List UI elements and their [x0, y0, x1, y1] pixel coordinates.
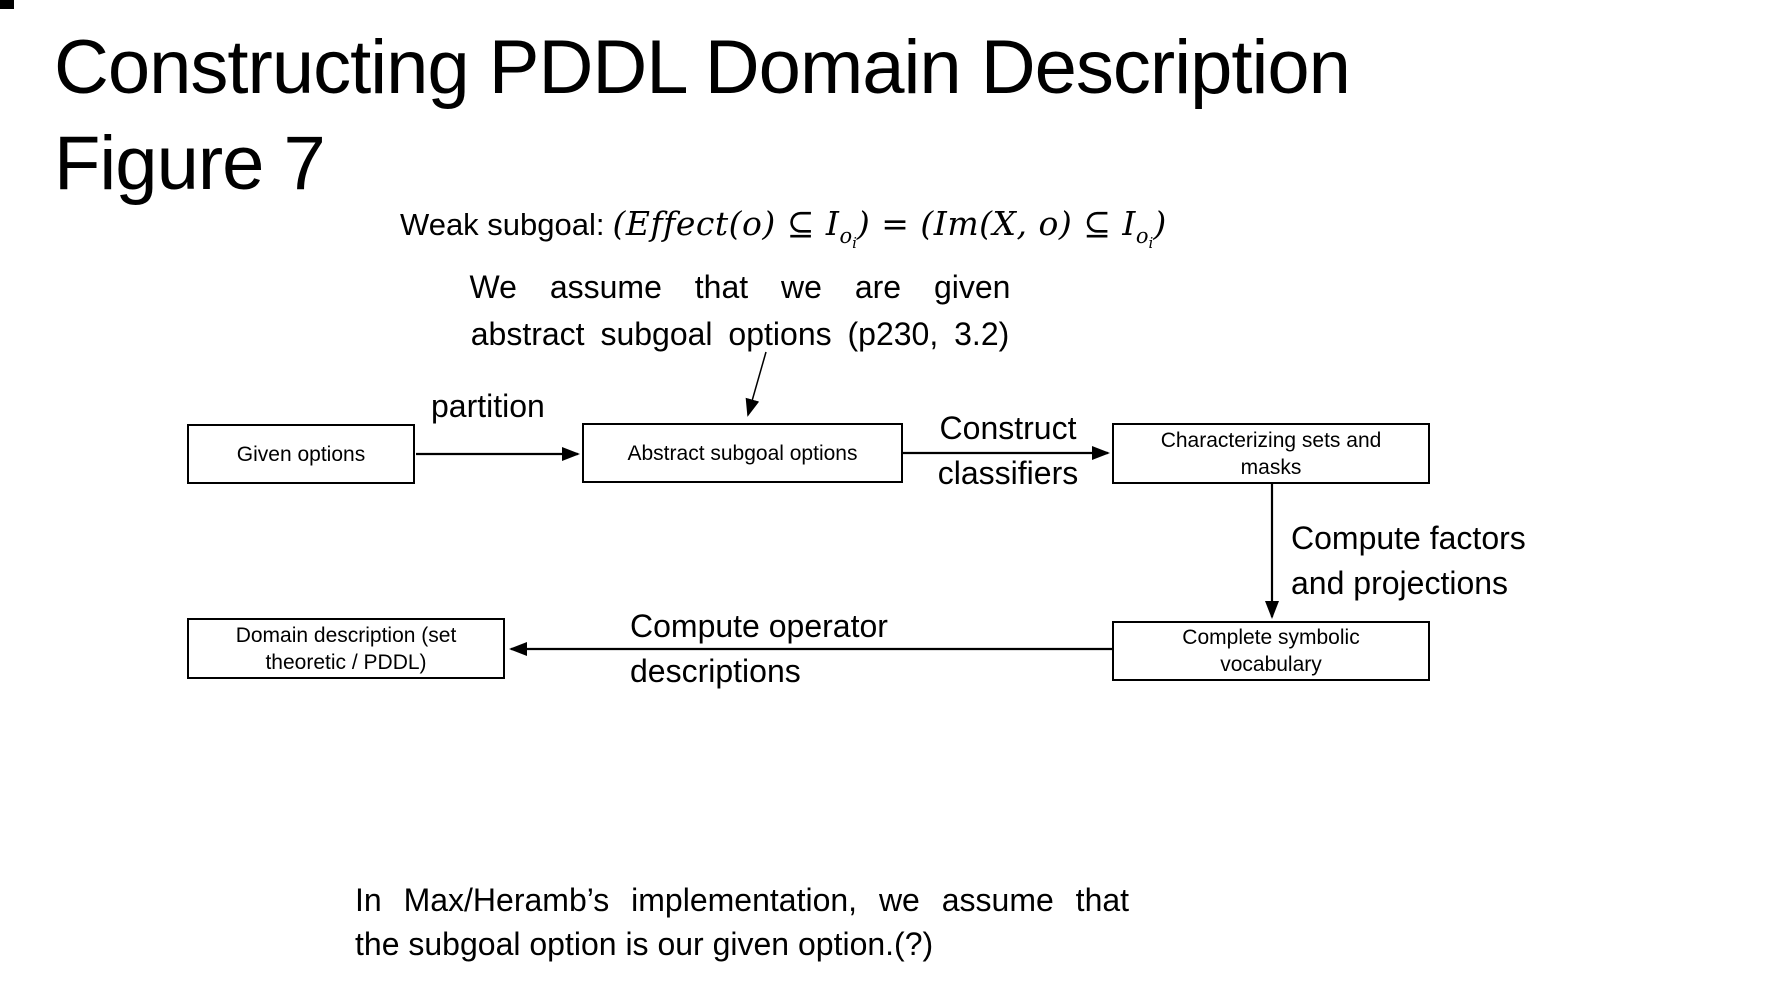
formula-part1: (Effect(o) ⊆ I — [612, 204, 840, 243]
page-title-line2: Figure 7 — [54, 121, 326, 206]
flow-node-domain-description: Domain description (set theoretic / PDDL… — [187, 618, 505, 679]
edge-label-construct-classifiers: Construct classifiers — [937, 410, 1079, 491]
implementation-note-line2: the subgoal option is our given option.(… — [355, 926, 934, 962]
flow-node-complete-symbolic-vocabulary: Complete symbolic vocabulary — [1112, 621, 1430, 681]
flow-node-given-options: Given options — [187, 424, 415, 484]
flow-node-label-line1: Domain description (set — [235, 623, 457, 647]
page-title-line1: Constructing PDDL Domain Description — [54, 25, 1351, 110]
implementation-note: In Max/Heramb’s implementation, we assum… — [355, 878, 1129, 966]
formula-subscript-2: oi — [1135, 224, 1154, 252]
formula-part3: ) — [1153, 204, 1167, 243]
formula-label: Weak subgoal: — [400, 207, 605, 242]
flow-node-label-line1: Characterizing sets and — [1160, 428, 1382, 452]
flow-node-label-line1: Complete symbolic — [1182, 626, 1360, 649]
implementation-note-line1: In Max/Heramb’s implementation, we assum… — [355, 882, 1130, 918]
edge-label-compute-factors: Compute factors and projections — [1291, 520, 1526, 601]
flow-node-label: Abstract subgoal options — [627, 441, 858, 465]
edge-label-partition: partition — [431, 388, 545, 424]
weak-subgoal-formula: Weak subgoal:(Effect(o) ⊆ Ioi) = (Im(X, … — [400, 204, 1167, 252]
corner-mark — [0, 0, 14, 9]
annotation-pointer-arrow — [745, 351, 767, 417]
flow-node-abstract-subgoal-options: Abstract subgoal options — [582, 423, 903, 483]
formula-part2: ) = (Im(X, o) ⊆ I — [856, 204, 1136, 243]
assumption-note: We assume that we are given abstract sub… — [440, 264, 1040, 358]
formula-math: (Effect(o) ⊆ Ioi) = (Im(X, o) ⊆ Ioi) — [612, 204, 1167, 252]
assumption-note-line1: We assume that we are given — [469, 269, 1011, 305]
edge-label-compute-operator: Compute operator descriptions — [630, 608, 888, 689]
page-title: Constructing PDDL Domain Description Fig… — [54, 20, 1351, 212]
flow-node-label-line2: vocabulary — [1220, 653, 1322, 676]
flow-node-label-line2: theoretic / PDDL) — [265, 650, 427, 674]
flow-node-characterizing-sets-masks: Characterizing sets and masks — [1112, 423, 1430, 484]
assumption-note-line2: abstract subgoal options (p230, 3.2) — [470, 316, 1010, 352]
flow-node-label-line2: masks — [1240, 455, 1302, 479]
flow-node-label: Given options — [236, 442, 366, 466]
formula-subscript-1: oi — [839, 224, 857, 252]
